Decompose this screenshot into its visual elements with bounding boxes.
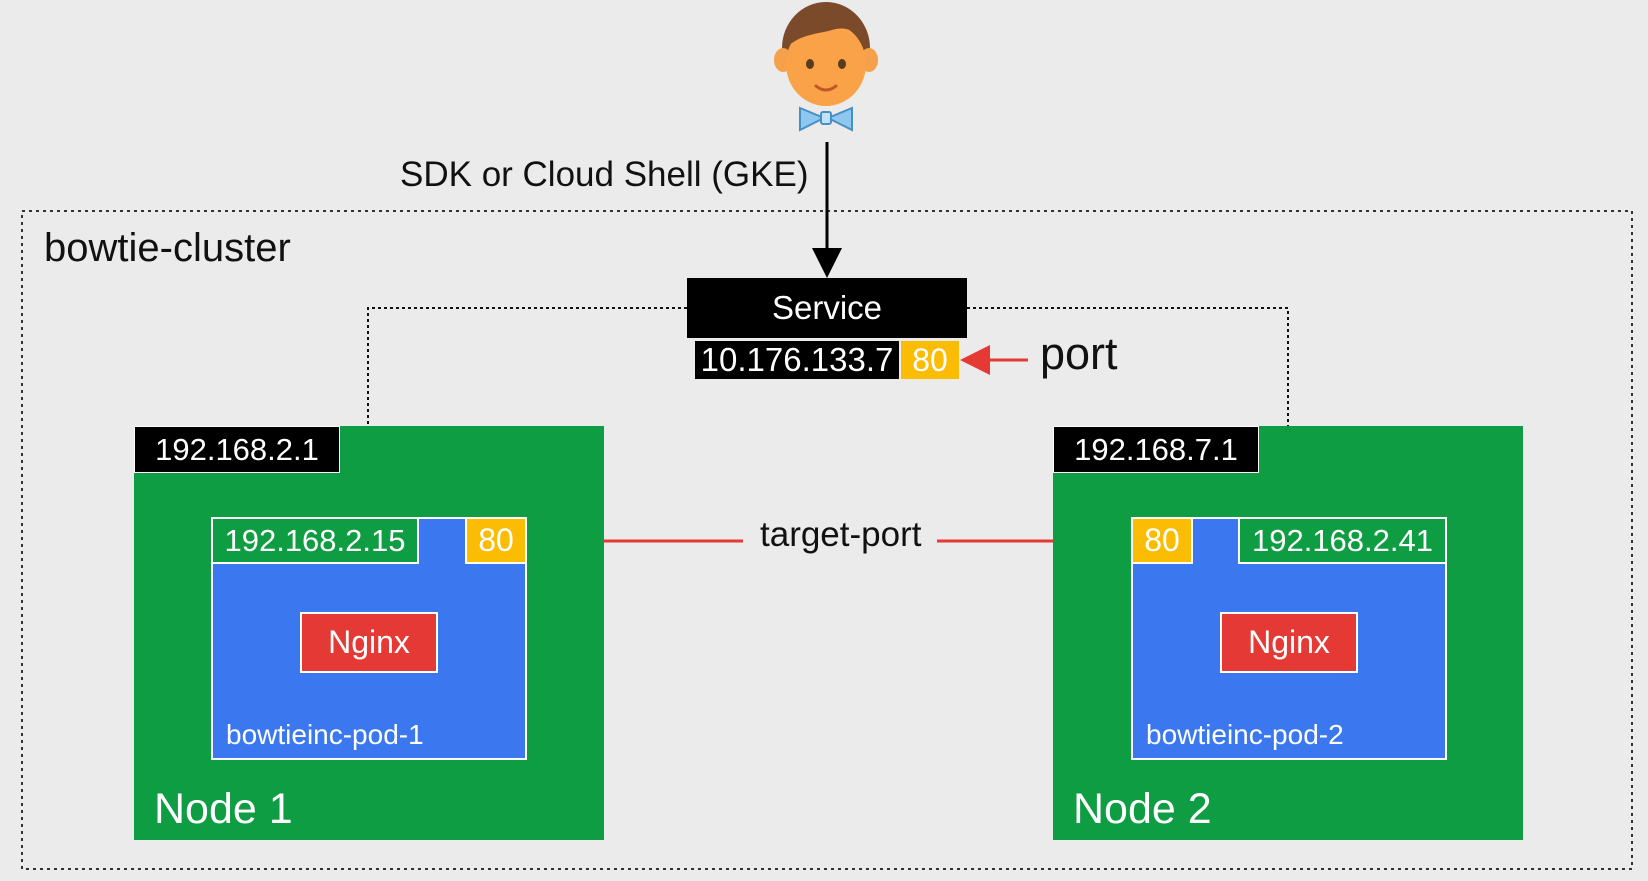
port-label: port — [1040, 328, 1118, 379]
pod-1-container: Nginx — [300, 612, 438, 673]
pod-1-container-label: Nginx — [328, 624, 410, 660]
pod-2-ip-box: 192.168.2.41 — [1238, 517, 1447, 564]
pod-2-ip: 192.168.2.41 — [1251, 522, 1433, 558]
user-avatar-bowtie-icon — [774, 2, 878, 132]
pod-1-name: bowtieinc-pod-1 — [226, 719, 424, 750]
node-1-ip: 192.168.2.1 — [155, 431, 319, 467]
node-1-label: Node 1 — [154, 785, 293, 833]
pod-2-port: 80 — [1144, 522, 1180, 558]
pod-2-port-box: 80 — [1131, 517, 1193, 564]
node-2-label: Node 2 — [1073, 785, 1212, 833]
service-port: 80 — [912, 341, 948, 378]
service-node1-link — [367, 307, 687, 426]
service-ip: 10.176.133.7 — [700, 341, 894, 378]
service-title: Service — [771, 289, 883, 326]
node-2-ip-box: 192.168.7.1 — [1053, 426, 1259, 473]
service-node2-link — [967, 307, 1289, 426]
access-method-label: SDK or Cloud Shell (GKE) — [400, 155, 809, 194]
service-port-box: 80 — [901, 341, 959, 379]
pod-2-container: Nginx — [1220, 612, 1358, 673]
pod-1-port-box: 80 — [465, 517, 527, 564]
pod-1-ip-box: 192.168.2.15 — [211, 517, 419, 564]
node-2-ip: 192.168.7.1 — [1074, 431, 1238, 467]
node-1-ip-box: 192.168.2.1 — [134, 426, 340, 473]
target-port-label: target-port — [760, 515, 922, 554]
pod-1-ip: 192.168.2.15 — [224, 522, 406, 558]
cluster-name-label: bowtie-cluster — [44, 226, 291, 270]
pod-2-container-label: Nginx — [1248, 624, 1330, 660]
service-box: Service — [687, 278, 967, 338]
service-ip-box: 10.176.133.7 — [695, 341, 899, 379]
pod-1-port: 80 — [478, 522, 514, 558]
pod-2-name: bowtieinc-pod-2 — [1146, 719, 1344, 750]
